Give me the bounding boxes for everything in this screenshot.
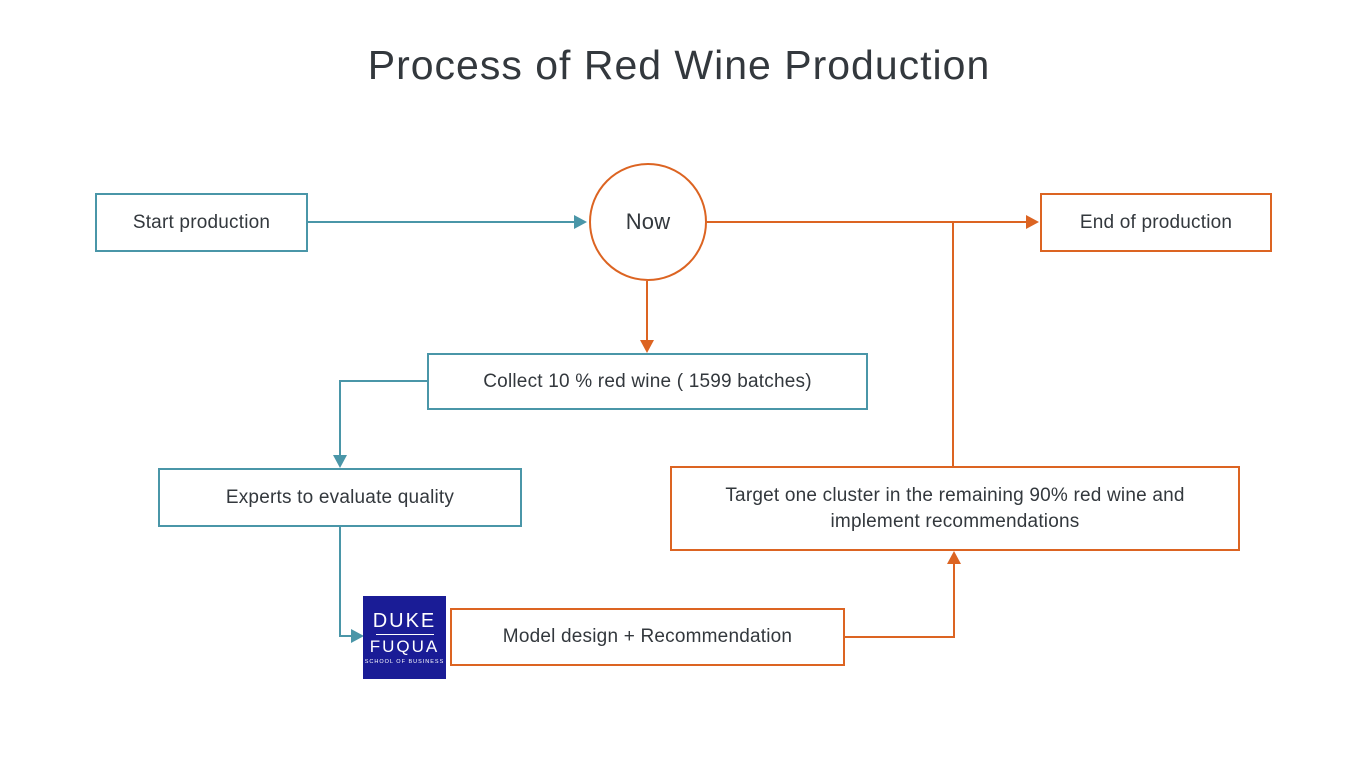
arrowhead-now-to-end-icon (1026, 215, 1039, 229)
page-title: Process of Red Wine Production (367, 42, 991, 88)
node-start-production-label: Start production (132, 211, 271, 233)
node-collect-sample: Collect 10 % red wine ( 1599 batches) (427, 353, 868, 410)
node-target-cluster: Target one cluster in the remaining 90% … (670, 466, 1240, 551)
node-experts-evaluate-label: Experts to evaluate quality (225, 486, 455, 508)
duke-fuqua-logo: DUKE FUQUA SCHOOL OF BUSINESS (363, 596, 446, 679)
node-target-cluster-label: Target one cluster in the remaining 90% … (725, 484, 1185, 532)
arrowhead-collect-to-experts-icon (333, 455, 347, 468)
node-end-production-label: End of production (1079, 211, 1233, 233)
node-collect-sample-label: Collect 10 % red wine ( 1599 batches) (483, 370, 812, 392)
node-experts-evaluate: Experts to evaluate quality (158, 468, 522, 527)
connector-experts-to-model-v (339, 527, 341, 637)
node-now: Now (589, 163, 707, 281)
connector-experts-to-model-h (339, 635, 353, 637)
node-start-production: Start production (95, 193, 308, 252)
node-now-label: Now (625, 209, 671, 234)
connector-start-to-now (308, 221, 575, 223)
connector-model-to-target-h (845, 636, 955, 638)
arrowhead-experts-to-model-icon (351, 629, 364, 643)
connector-now-to-end (707, 221, 1027, 223)
node-end-production: End of production (1040, 193, 1272, 252)
connector-now-to-collect (646, 281, 648, 341)
duke-fuqua-logo-rule (375, 633, 434, 635)
node-model-design: Model design + Recommendation (450, 608, 845, 666)
duke-fuqua-logo-tagline: SCHOOL OF BUSINESS (364, 658, 445, 665)
arrowhead-start-to-now-icon (574, 215, 587, 229)
duke-fuqua-logo-primary: DUKE (372, 609, 437, 632)
node-model-design-label: Model design + Recommendation (502, 626, 793, 647)
connector-target-to-endline (952, 222, 954, 466)
connector-collect-to-experts-v (339, 380, 341, 456)
connector-collect-to-experts-h (340, 380, 427, 382)
connector-model-to-target-v (953, 562, 955, 638)
arrowhead-model-to-target-icon (947, 551, 961, 564)
duke-fuqua-logo-secondary: FUQUA (369, 636, 440, 656)
arrowhead-now-to-collect-icon (640, 340, 654, 353)
